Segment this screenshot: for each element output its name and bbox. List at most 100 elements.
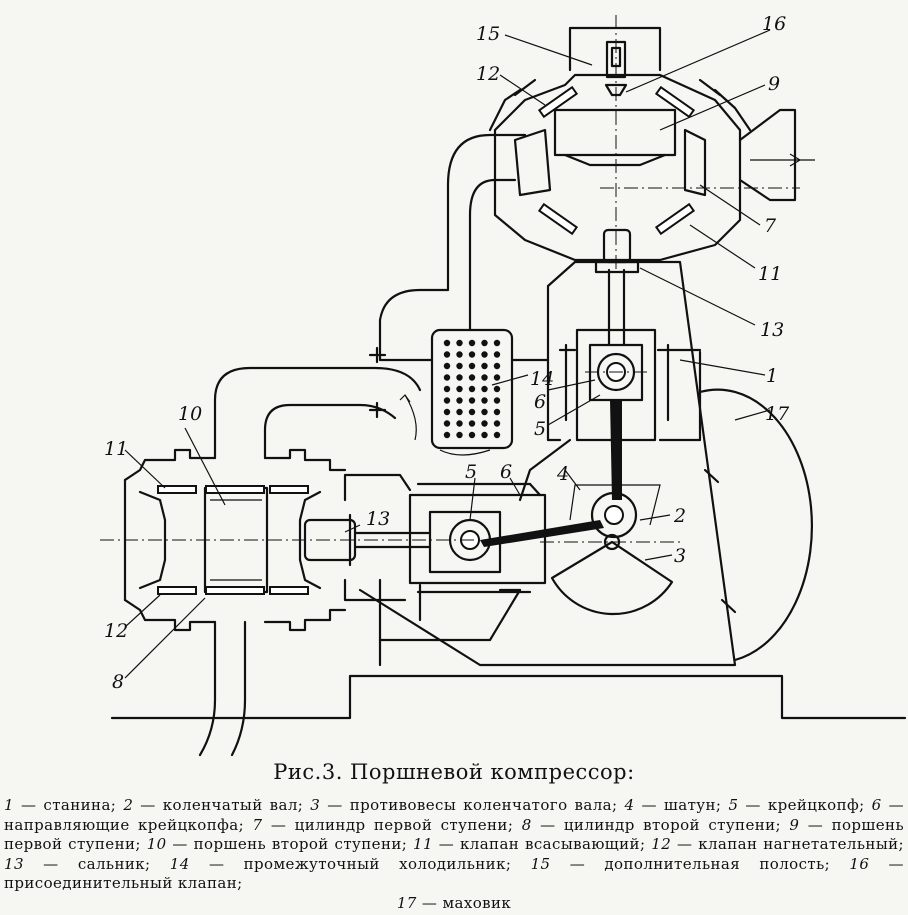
cooler-tube-dot xyxy=(481,420,488,427)
cooler-tube-dot xyxy=(468,408,476,416)
legend-number: 8 xyxy=(521,815,532,834)
legend-text: крейцкопф; xyxy=(767,796,865,814)
legend-item-14: 14 — промежуточный холодильник; xyxy=(169,854,512,873)
legend-item-7: 7 — цилиндр первой ступени; xyxy=(252,815,514,834)
cooler-tube-dot xyxy=(456,351,463,358)
legend-text: поршень второй ступени; xyxy=(193,835,408,853)
cooler-tube-dot xyxy=(468,385,476,393)
label-4: 4 xyxy=(556,463,569,485)
legend-text: присоединительный клапан; xyxy=(4,874,243,892)
label-5-vertical: 5 xyxy=(534,418,546,440)
foundation xyxy=(110,674,907,720)
legend-number: 9 xyxy=(789,815,800,834)
legend-text: дополнительная полость; xyxy=(604,854,831,873)
legend-text: промежуточный холодильник; xyxy=(243,854,512,873)
second-stage-valves xyxy=(157,485,309,595)
legend-text: клапан нагнетательный; xyxy=(698,835,905,853)
cooler-tube-dot xyxy=(481,374,488,381)
cooler-tube-dot xyxy=(443,374,451,381)
label-2: 2 xyxy=(673,505,686,527)
legend-number: 1 xyxy=(4,796,14,814)
label-13-top: 13 xyxy=(760,319,784,341)
legend-number: 5 xyxy=(728,796,739,814)
cooler-tube-dot xyxy=(468,420,476,427)
first-stage-cylinder xyxy=(488,15,815,270)
cooler-tube-dot xyxy=(493,351,501,358)
legend-item-17: 17 — маховик xyxy=(396,893,512,912)
label-1: 1 xyxy=(766,365,778,387)
legend-text: направляющие крейцкопфа; xyxy=(4,815,245,834)
interstage-pipes xyxy=(198,346,422,757)
cooler-tube-dot xyxy=(468,397,476,404)
legend-item-8: 8 — цилиндр второй ступени; xyxy=(521,815,781,834)
cooler-tube-dot xyxy=(456,362,463,370)
legend-number: 10 xyxy=(146,835,167,853)
legend-item-6: 6 — направляющие крейцкопфа; xyxy=(4,796,904,834)
cooler-tube-dot xyxy=(456,385,463,393)
legend-text: цилиндр второй ступени; xyxy=(563,815,781,834)
legend-number: 2 xyxy=(123,796,134,814)
label-9: 9 xyxy=(768,73,780,95)
vertical-crosshead-guide xyxy=(558,328,702,442)
legend-number: 3 xyxy=(310,796,321,814)
legend-item-2: 2 — коленчатый вал; xyxy=(123,796,304,814)
legend-item-9: 9 — поршень первой ступени; xyxy=(4,815,905,854)
legend-number: 17 xyxy=(396,893,417,912)
legend-item-3: 3 — противовесы коленчатого вала; xyxy=(310,796,618,814)
label-7: 7 xyxy=(764,215,777,237)
legend-number: 6 xyxy=(871,796,882,814)
compressor-diagram: 15 16 12 9 7 11 13 1 17 14 6 5 4 5 6 2 3… xyxy=(100,13,907,757)
cooler-tube-dot xyxy=(481,351,488,358)
cooler-tube-dot xyxy=(481,385,488,393)
label-3: 3 xyxy=(674,545,686,567)
legend-number: 13 xyxy=(4,854,24,873)
legend-item-16: 16 — присоединительный клапан; xyxy=(4,854,904,893)
cooler-tube-dot xyxy=(481,362,488,370)
legend-item-13: 13 — сальник; xyxy=(4,854,151,873)
label-16: 16 xyxy=(762,13,786,35)
legend-text: станина; xyxy=(43,796,117,814)
legend-text: цилиндр первой ступени; xyxy=(294,815,514,834)
legend-text: сальник; xyxy=(77,854,151,873)
cooler-tube-dot xyxy=(443,385,451,393)
intercooler xyxy=(378,133,550,456)
legend-item-1: 1 — станина; xyxy=(4,796,117,814)
label-11-top: 11 xyxy=(758,263,782,285)
cooler-tube-dot xyxy=(481,339,488,347)
part-numbers: 15 16 12 9 7 11 13 1 17 14 6 5 4 5 6 2 3… xyxy=(104,13,790,693)
cooler-tube-dot xyxy=(456,374,463,381)
legend-number: 14 xyxy=(169,854,190,873)
cooler-tube-dot xyxy=(468,351,476,358)
legend-number: 16 xyxy=(849,854,870,873)
vertical-crosshead xyxy=(585,343,650,402)
label-5-horizontal: 5 xyxy=(465,461,477,483)
vertical-piston-rod xyxy=(594,228,640,347)
legend-item-11: 11 — клапан всасывающий; xyxy=(413,835,646,853)
label-12-top: 12 xyxy=(476,63,500,85)
cooler-tube-dot xyxy=(481,431,488,439)
legend-text: поршень первой ступени; xyxy=(4,815,905,854)
cooler-tube-dot xyxy=(493,385,501,393)
legend-text: противовесы коленчатого вала; xyxy=(349,796,618,814)
cooler-tube-dot xyxy=(443,362,451,370)
cooler-tube-dot xyxy=(456,397,463,404)
cooler-tube-dot xyxy=(481,397,488,404)
cooler-tube-dot xyxy=(468,374,476,381)
first-stage-valves xyxy=(513,78,722,236)
cooler-tube-dot xyxy=(493,420,501,427)
label-15: 15 xyxy=(476,23,500,45)
cooler-tube-dot xyxy=(493,397,501,404)
cooler-tube-dot xyxy=(443,431,451,439)
cooler-tube-dot xyxy=(443,339,451,347)
label-12-side: 12 xyxy=(104,620,128,642)
legend-item-5: 5 — крейцкопф; xyxy=(728,796,865,814)
legend-item-12: 12 — клапан нагнетательный; xyxy=(651,835,905,853)
cooler-tube-dot xyxy=(443,351,451,358)
legend-item-15: 15 — дополнительная полость; xyxy=(530,854,831,873)
legend-item-4: 4 — шатун; xyxy=(624,796,722,814)
label-8: 8 xyxy=(112,671,124,693)
cooler-tube-dot xyxy=(493,374,501,381)
cooler-tube-dot xyxy=(493,339,501,347)
cooler-tube-dot xyxy=(443,420,451,427)
cooler-tube-dot xyxy=(468,362,476,370)
